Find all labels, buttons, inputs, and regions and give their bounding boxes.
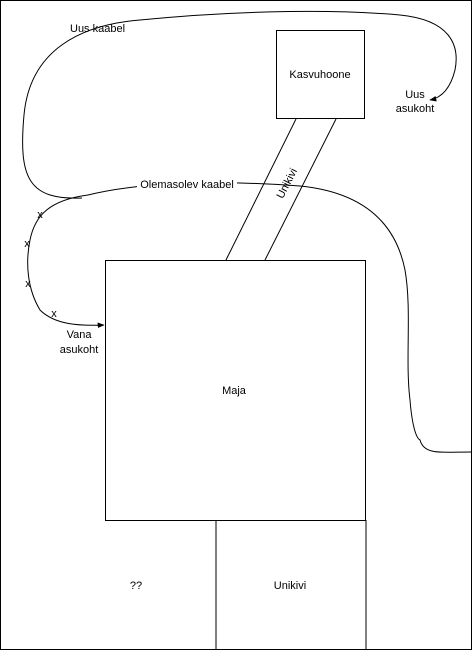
old-cable-route [27,194,105,329]
walkway-right-edge [264,118,337,261]
new-cable-label: Uus kaabel [70,23,125,35]
house-box [105,260,366,521]
old-location-label-1: Vana [67,329,93,341]
existing-cable-label-bg [137,177,237,191]
house-label: Maja [222,385,247,397]
unknown-area-label: ?? [130,580,142,592]
paving-area-label: Unikivi [274,580,306,592]
x-mark-3: x [25,278,31,290]
new-location-label-2: asukoht [396,103,435,115]
greenhouse-label: Kasvuhoone [289,69,350,81]
x-mark-2: x [24,238,30,250]
walkway-label: Unikivi [275,166,300,200]
new-location-label-1: Uus [405,89,425,101]
greenhouse-box [276,30,365,119]
old-location-label-2: asukoht [60,344,99,356]
walkway-left-edge [225,118,297,261]
x-mark-1: x [37,209,43,221]
new-cable-line [22,10,457,199]
x-mark-4: x [51,308,57,320]
existing-cable-label: Olemasolev kaabel [140,179,234,191]
